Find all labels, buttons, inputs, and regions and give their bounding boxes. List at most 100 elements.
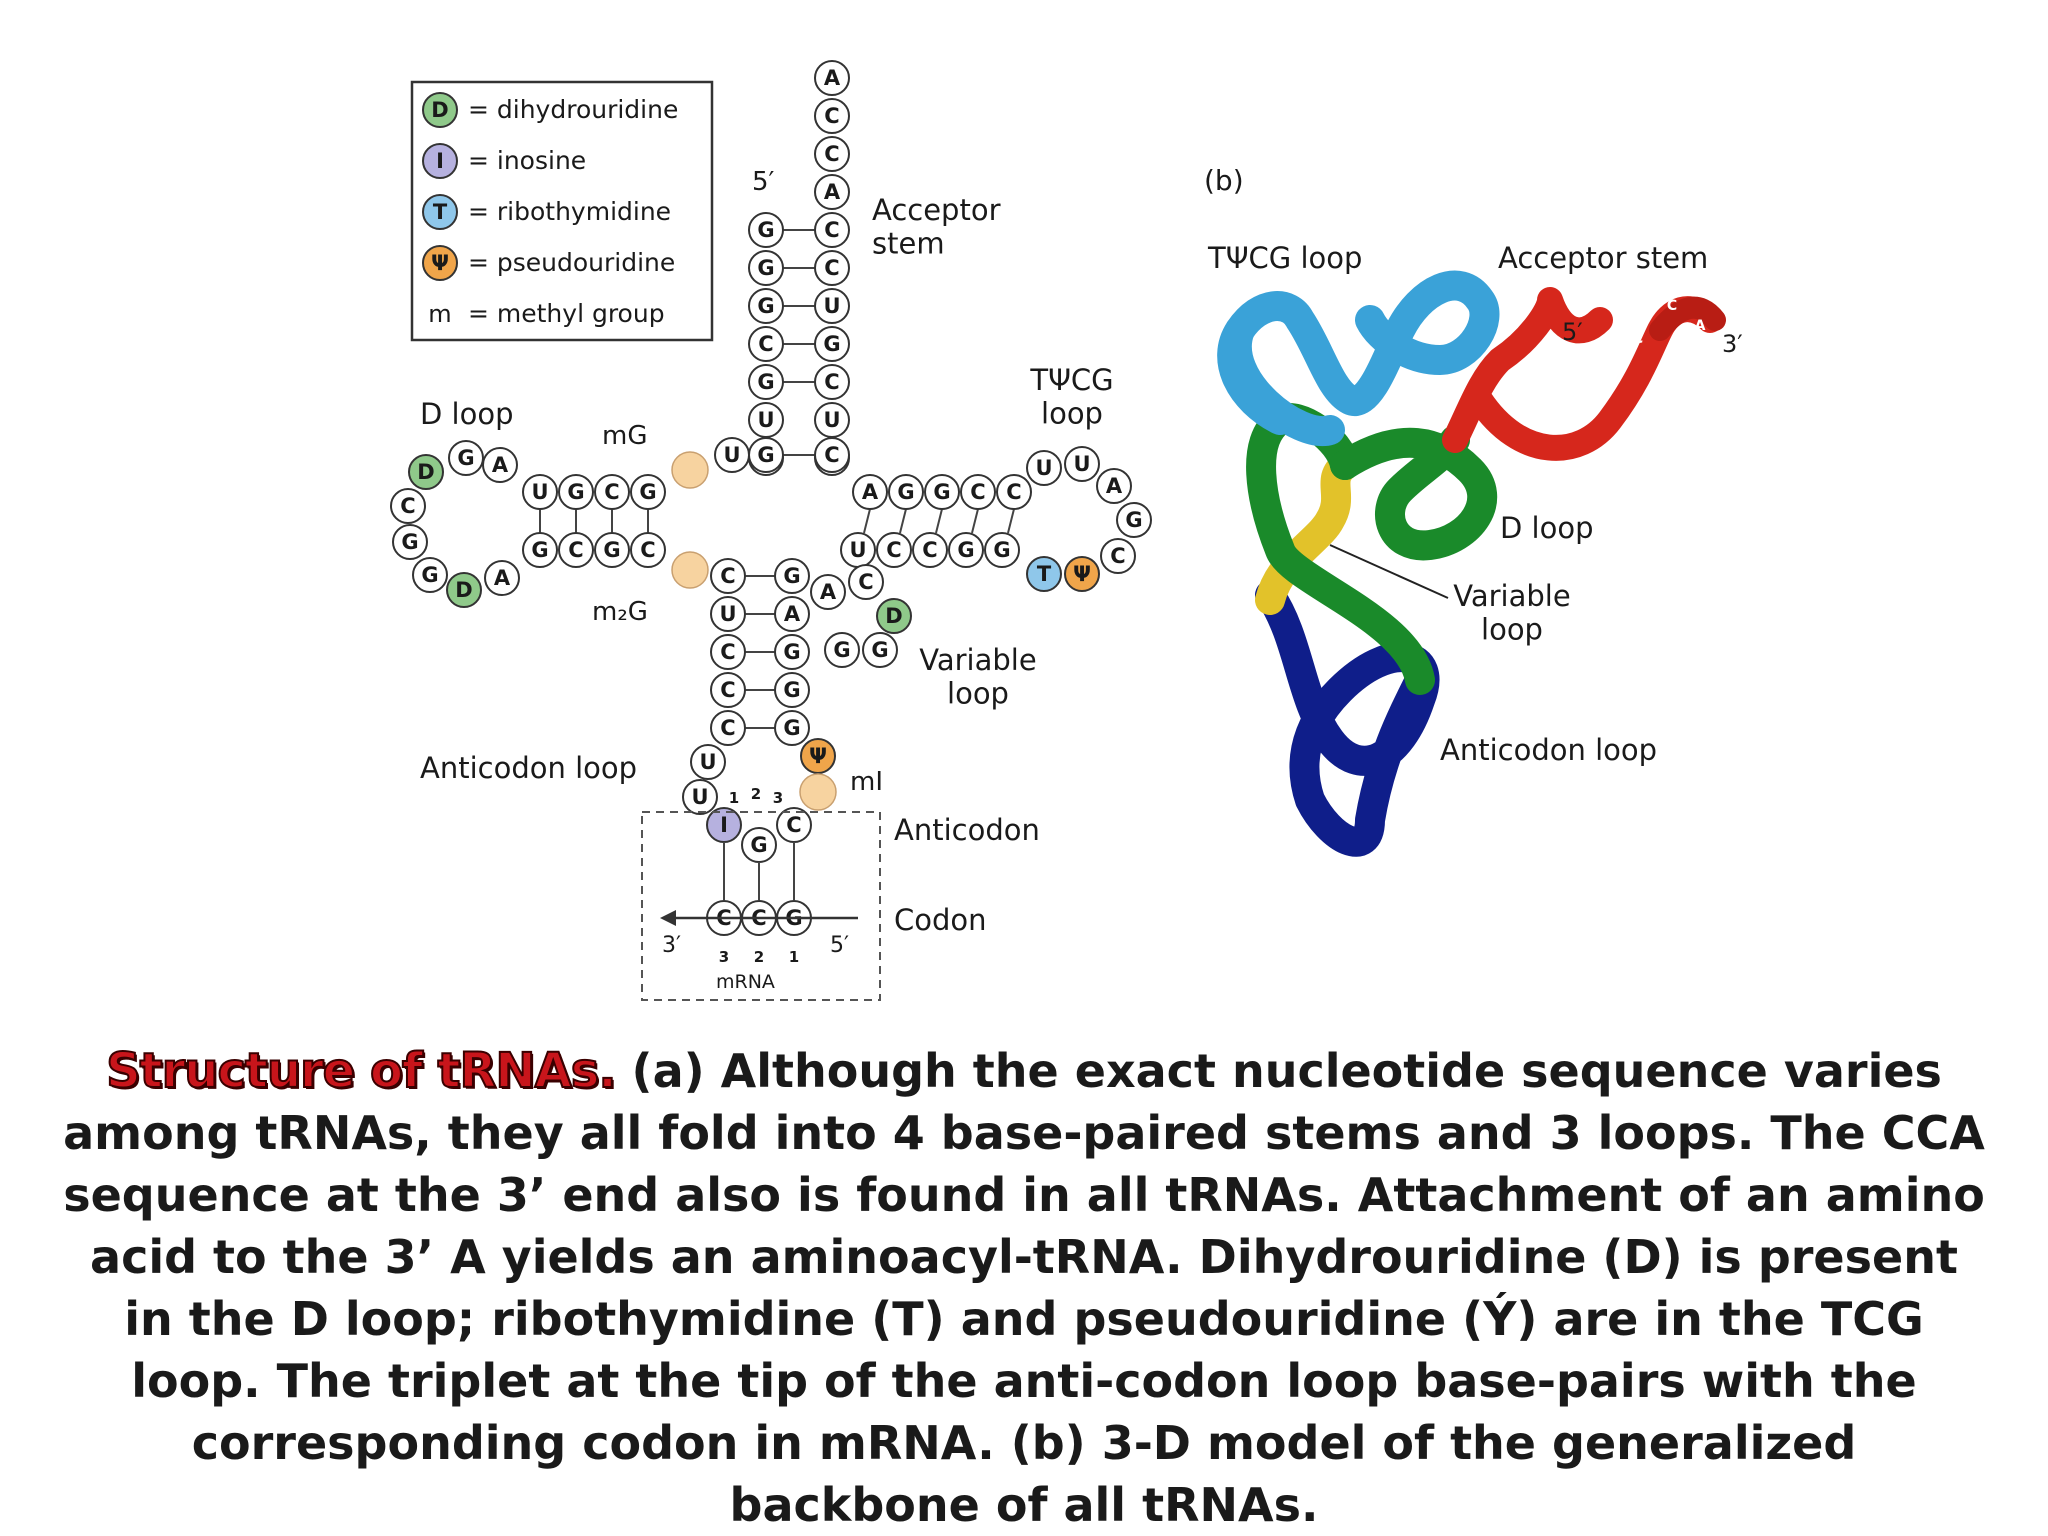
acceptor-tail-base: C <box>814 136 850 172</box>
acceptor-3prime-base: G <box>814 326 850 362</box>
svg-text:Ψ: Ψ <box>1073 562 1091 586</box>
legend-symbol: T <box>433 200 448 224</box>
svg-text:A: A <box>1106 474 1123 498</box>
acceptor-tail-base: C <box>814 98 850 134</box>
acceptor-5prime-base: G <box>748 212 784 248</box>
t-loop-base: T <box>1026 556 1062 592</box>
anticodon-stem-base: G <box>774 558 810 594</box>
svg-text:A: A <box>784 602 801 626</box>
t-loop-base: Ψ <box>1064 556 1100 592</box>
anticodon-arm-tube <box>1255 580 1440 857</box>
variable-loop-label: loop <box>1481 612 1543 646</box>
svg-text:G: G <box>957 538 974 562</box>
variable-loop-base: C <box>848 564 884 600</box>
acceptor-5prime-base: G <box>748 250 784 286</box>
svg-text:G: G <box>401 530 418 554</box>
svg-text:G: G <box>757 370 774 394</box>
t-loop-label: TΨCG <box>1029 363 1113 397</box>
anticodon-stem-base: C <box>710 634 746 670</box>
mrna-label: mRNA <box>716 971 775 993</box>
legend-text: = methyl group <box>468 299 665 328</box>
t-loop-base: U <box>1026 450 1062 486</box>
legend-text: = inosine <box>468 146 586 175</box>
anticodon-loop-base: U <box>682 779 718 815</box>
t-loop-base: A <box>1096 468 1132 504</box>
t-loop-base: U <box>1064 446 1100 482</box>
variable-loop-label: loop <box>947 676 1009 710</box>
anticodon-number: 1 <box>729 789 739 807</box>
svg-text:G: G <box>783 564 800 588</box>
anticodon-stem-base: U <box>710 596 746 632</box>
svg-text:G: G <box>871 638 888 662</box>
m2g-base <box>671 551 709 589</box>
acceptor-3prime-base: C <box>814 364 850 400</box>
svg-text:C: C <box>786 813 801 837</box>
svg-text:D: D <box>417 460 434 484</box>
svg-text:G: G <box>833 638 850 662</box>
anticodon-base: C <box>776 807 812 843</box>
mi-base <box>799 773 837 811</box>
svg-text:G: G <box>783 678 800 702</box>
acceptor-3prime-base: C <box>814 250 850 286</box>
d-stem-base: G <box>594 532 630 568</box>
d-loop-base: D <box>446 572 482 608</box>
acceptor-tail-base: A <box>814 174 850 210</box>
svg-text:U: U <box>531 480 548 504</box>
d-loop-base: G <box>412 557 448 593</box>
cloverleaf-structure: ACCAGGGCGUUCCUGCUCUGCUGCGGCGCAGDCGGDAAGG… <box>390 60 1152 1001</box>
svg-text:U: U <box>699 750 716 774</box>
legend-symbol: m <box>428 300 451 328</box>
d-loop-base: G <box>392 524 428 560</box>
svg-text:U: U <box>1035 456 1052 480</box>
svg-text:Ψ: Ψ <box>809 744 827 768</box>
acceptor-5prime-base: G <box>748 364 784 400</box>
legend-symbol: Ψ <box>431 251 449 275</box>
legend-item: T= ribothymidine <box>422 194 671 230</box>
variable-loop-base: A <box>810 574 846 610</box>
t-stem-base: G <box>984 532 1020 568</box>
codon-label: Codon <box>894 903 987 937</box>
mrna-3prime-label: 3′ <box>662 933 681 958</box>
svg-text:G: G <box>603 538 620 562</box>
svg-text:G: G <box>757 256 774 280</box>
legend-text: = pseudouridine <box>468 248 675 277</box>
d-loop-base: G <box>448 440 484 476</box>
svg-text:G: G <box>750 833 767 857</box>
five-prime-label: 5′ <box>1562 318 1583 346</box>
svg-text:U: U <box>757 408 774 432</box>
svg-text:C: C <box>640 538 655 562</box>
t-loop-base: C <box>1100 538 1136 574</box>
anticodon-loop-label: Anticodon loop <box>420 751 637 785</box>
svg-text:G: G <box>757 218 774 242</box>
svg-text:C: C <box>970 480 985 504</box>
t-stem-base: C <box>960 474 996 510</box>
mi-label: mI <box>850 767 883 797</box>
mrna-arrow-icon <box>660 910 676 926</box>
anticodon-number: 3 <box>773 789 783 807</box>
figure-caption: Structure of tRNAs. (a) Although the exa… <box>60 1040 1988 1536</box>
anticodon-label: Anticodon <box>894 813 1040 847</box>
svg-text:C: C <box>758 332 773 356</box>
svg-text:U: U <box>1073 452 1090 476</box>
legend-swatch <box>422 194 458 230</box>
anticodon-stem-base: C <box>710 672 746 708</box>
svg-text:C: C <box>922 538 937 562</box>
variable-loop-base: D <box>876 598 912 634</box>
anticodon-stem-base: G <box>774 672 810 708</box>
svg-text:T: T <box>1037 562 1052 586</box>
acceptor-3prime-base: U <box>814 288 850 324</box>
svg-text:G: G <box>457 446 474 470</box>
svg-text:A: A <box>494 566 511 590</box>
cca-letter: A <box>1695 318 1706 334</box>
t-stem-base: C <box>996 474 1032 510</box>
caption-title: Structure of tRNAs. <box>105 1042 617 1100</box>
svg-text:C: C <box>824 256 839 280</box>
variable-loop-label: Variable <box>1453 579 1570 613</box>
svg-text:C: C <box>568 538 583 562</box>
anticodon-codon-box <box>641 811 881 1001</box>
svg-text:G: G <box>421 563 438 587</box>
d-loop-label: D loop <box>1500 511 1594 545</box>
codon-number: 3 <box>719 948 729 966</box>
